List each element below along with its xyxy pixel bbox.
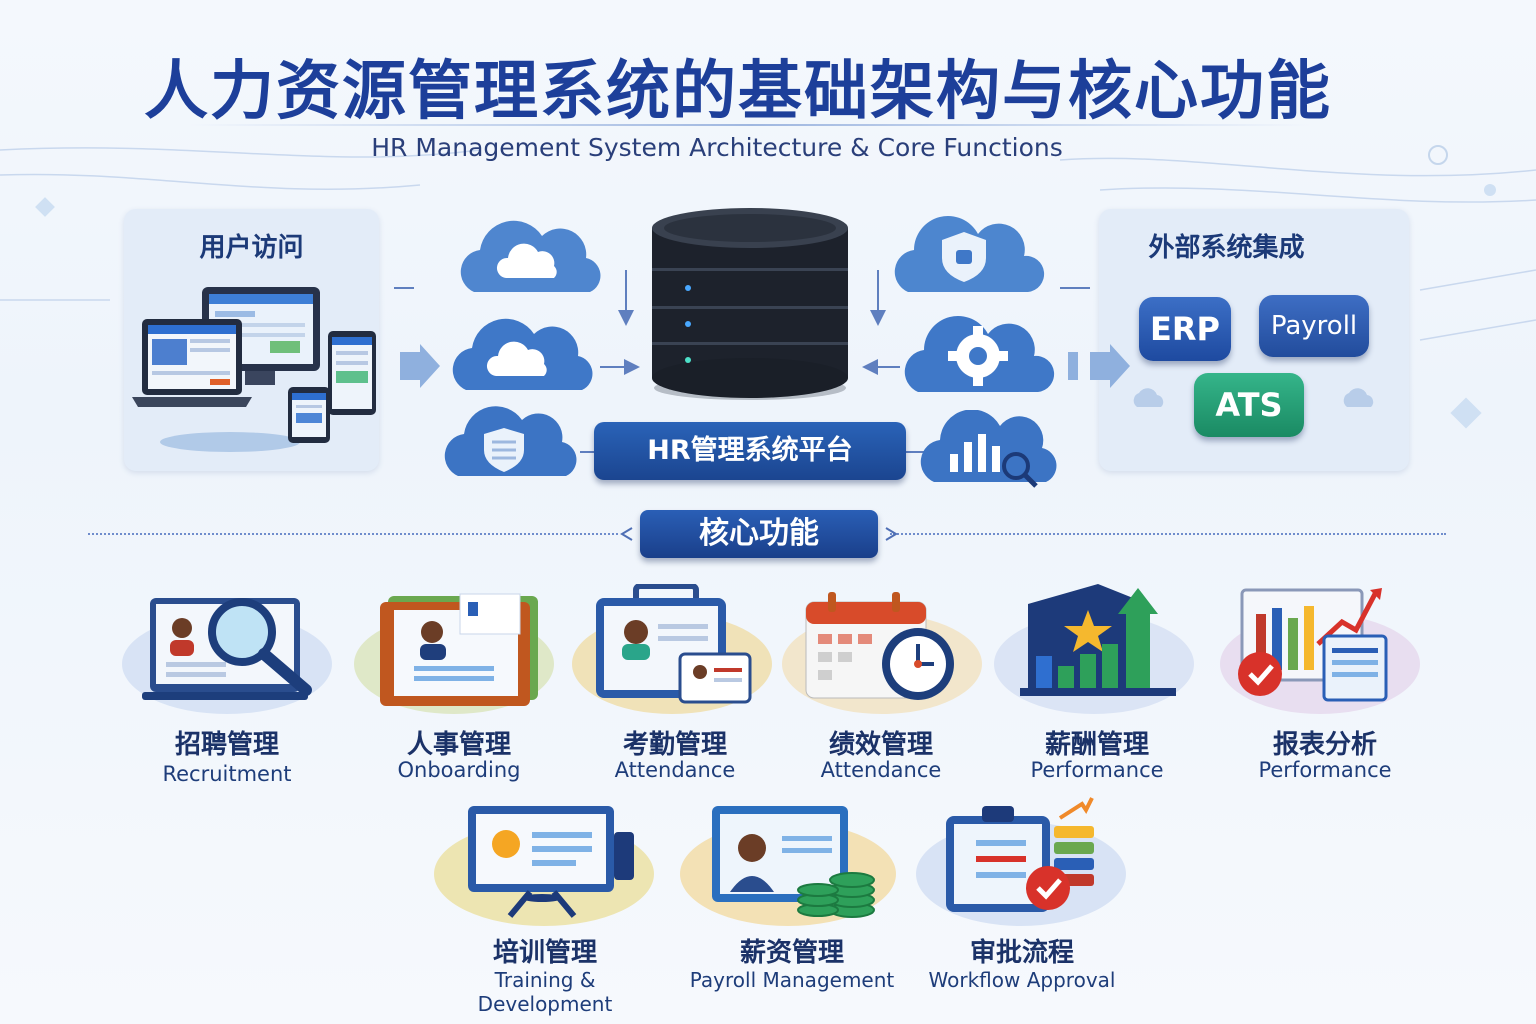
function-cn-label: 审批流程 [969, 938, 1074, 968]
recruitment-icon [142, 598, 312, 700]
function-cn-label: 报表分析 [1272, 730, 1377, 760]
function-attendance: 考勤管理 Attendance [566, 584, 784, 784]
function-en-label: Training & Development [477, 968, 613, 1016]
performance-chart-icon [1020, 584, 1176, 696]
function-cn-label: 培训管理 [492, 938, 597, 968]
payroll-badge: Payroll [1259, 295, 1369, 357]
function-en-label: Performance [1258, 758, 1392, 782]
chevron-left-icon [620, 527, 633, 541]
onboarding-icon [380, 593, 538, 706]
function-en-label: Recruitment [162, 762, 292, 786]
function-onboarding: 人事管理 Onboarding [350, 584, 568, 784]
function-en-label: Payroll Management [689, 968, 895, 992]
function-payroll: 薪资管理 Payroll Management [676, 796, 908, 1000]
function-training: 培训管理 Training & Development [430, 796, 660, 1016]
page-subtitle: HR Management System Architecture & Core… [371, 133, 1063, 162]
page-title: 人力资源管理系统的基础架构与核心功能 [144, 55, 1332, 129]
function-cn-label: 薪酬管理 [1044, 730, 1149, 760]
function-cn-label: 绩效管理 [828, 730, 933, 760]
user-access-panel: 用户访问 [124, 209, 379, 471]
database-icon [652, 208, 848, 400]
external-systems-panel: 外部系统集成 ERP Payroll ATS [1099, 209, 1409, 471]
function-cn-label: 薪资管理 [739, 938, 844, 968]
report-icon [1238, 588, 1388, 702]
payroll-icon [712, 806, 875, 918]
badge-icon [596, 584, 752, 704]
function-compensation: 薪酬管理 Performance [988, 584, 1206, 784]
section-divider-right [890, 533, 1446, 535]
training-icon [468, 806, 634, 918]
cloud-icon [460, 220, 601, 292]
function-performance-mgmt: 绩效管理 Attendance [772, 584, 990, 784]
devices-icon [132, 287, 376, 452]
function-workflow: 审批流程 Workflow Approval [912, 796, 1132, 1000]
function-en-label: Performance [1030, 758, 1164, 782]
function-en-label: Onboarding [397, 758, 521, 782]
cloud-icon [1133, 388, 1164, 407]
calendar-clock-icon [805, 592, 954, 700]
gear-icon [904, 316, 1055, 392]
section-divider-left [88, 533, 618, 535]
shield-icon [444, 406, 577, 476]
function-en-label: Attendance [614, 758, 736, 782]
chart-search-icon [920, 410, 1057, 488]
function-cn-label: 人事管理 [406, 730, 511, 760]
function-en-label: Attendance [820, 758, 942, 782]
ats-badge: ATS [1194, 373, 1304, 437]
chevron-right-icon [885, 527, 898, 541]
function-en-label: Workflow Approval [928, 968, 1116, 992]
function-cn-label: 招聘管理 [174, 730, 279, 760]
function-cn-label: 考勤管理 [622, 730, 727, 760]
cloud-icon [452, 318, 593, 390]
external-systems-title: 外部系统集成 [1148, 233, 1305, 263]
erp-badge: ERP [1139, 297, 1231, 361]
cloud-icon [1343, 388, 1374, 407]
function-recruitment: 招聘管理 Recruitment [118, 584, 336, 786]
core-functions-label: 核心功能 [640, 510, 878, 558]
shield-icon [894, 216, 1045, 292]
title-divider [190, 124, 1310, 126]
user-access-title: 用户访问 [199, 233, 304, 263]
hr-platform-label: HR管理系统平台 [594, 422, 906, 480]
function-reports: 报表分析 Performance [1216, 584, 1434, 784]
workflow-icon [946, 797, 1094, 912]
